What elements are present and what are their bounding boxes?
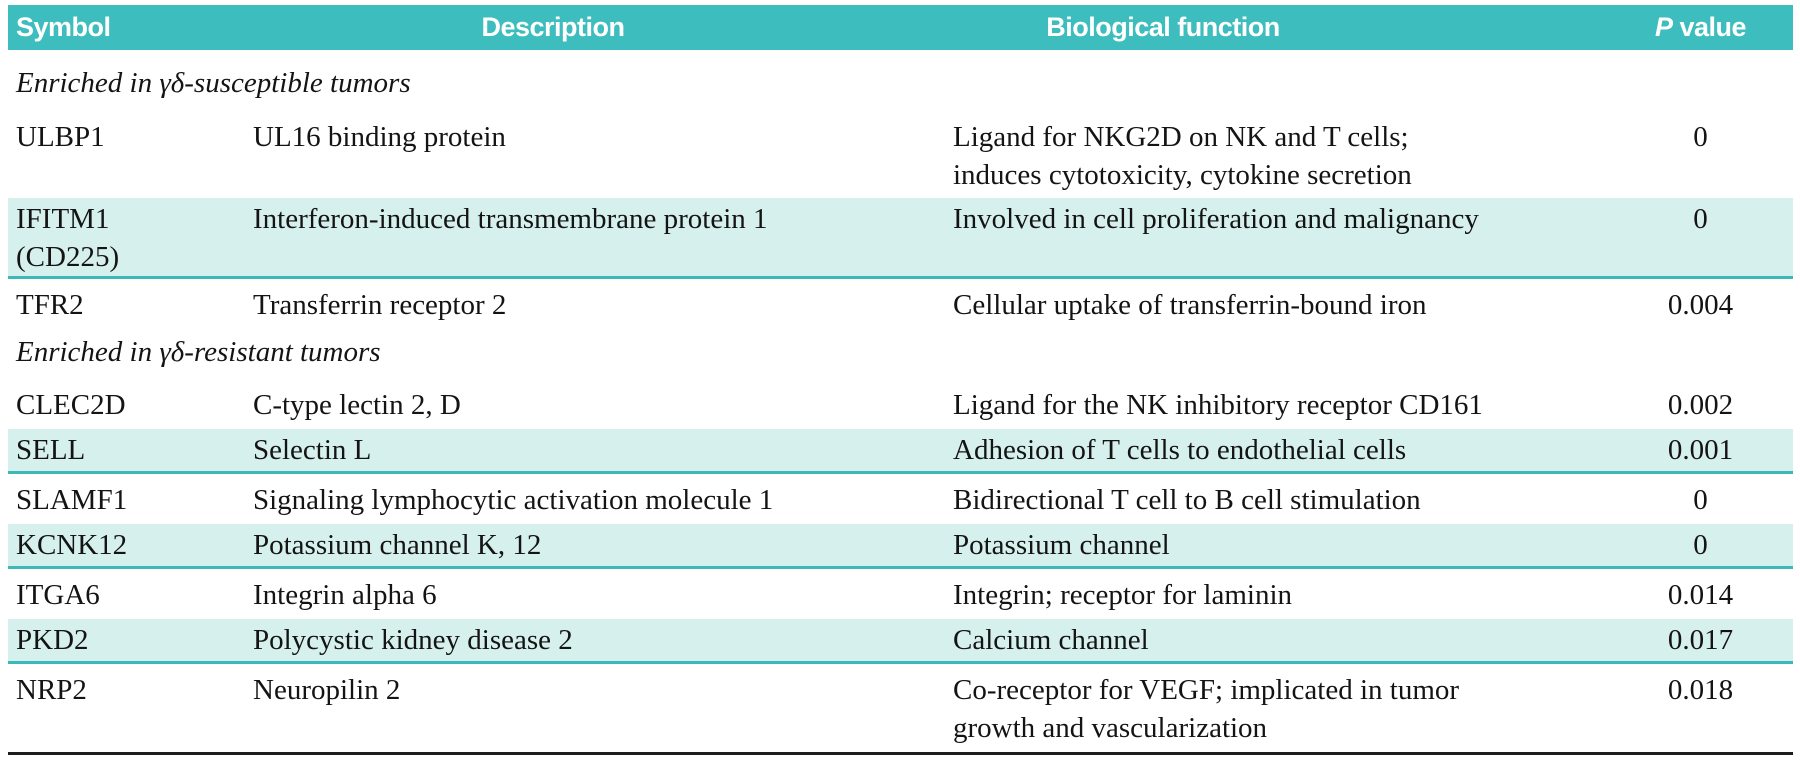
section-header-susceptible: Enriched in γδ-susceptible tumors (16, 67, 411, 99)
cell-p-value: 0 (1693, 529, 1708, 561)
cell-symbol: CLEC2D (16, 389, 126, 421)
cell-symbol: TFR2 (16, 289, 84, 321)
table-row-slamf1: SLAMF1 Signaling lymphocytic activation … (8, 474, 1793, 524)
column-header-description: Description (481, 12, 625, 42)
cell-symbol: ULBP1 (16, 121, 105, 153)
cell-symbol: SELL (16, 434, 86, 466)
cell-symbol: PKD2 (16, 624, 89, 656)
cell-p-value: 0.001 (1667, 434, 1734, 466)
section-header-resistant: Enriched in γδ-resistant tumors (16, 336, 381, 368)
column-header-biological-function: Biological function (1046, 12, 1280, 42)
cell-description: Interferon-induced transmembrane protein… (253, 203, 768, 235)
cell-p-value: 0.017 (1667, 624, 1734, 656)
cell-description: Signaling lymphocytic activation molecul… (253, 484, 774, 516)
column-header-p-value: P value (1563, 12, 1793, 43)
cell-symbol: ITGA6 (16, 579, 100, 611)
p-value-label-rest: value (1672, 12, 1747, 42)
cell-p-value: 0 (1693, 203, 1708, 235)
table-row-clec2d: CLEC2D C-type lectin 2, D Ligand for the… (8, 379, 1793, 429)
cell-p-value: 0.002 (1667, 389, 1734, 421)
cell-biological-function: Potassium channel (953, 529, 1170, 561)
cell-description: Integrin alpha 6 (253, 579, 437, 611)
cell-biological-function: Integrin; receptor for laminin (953, 579, 1293, 611)
table-row-pkd2: PKD2 Polycystic kidney disease 2 Calcium… (8, 619, 1793, 664)
table-row-nrp2: NRP2 Neuropilin 2 Co-receptor for VEGF; … (8, 664, 1793, 750)
cell-p-value: 0 (1693, 484, 1708, 516)
cell-description: UL16 binding protein (253, 121, 506, 153)
cell-p-value: 0.018 (1667, 674, 1734, 706)
cell-symbol: IFITM1 (CD225) (16, 203, 120, 273)
cell-p-value: 0.014 (1667, 579, 1734, 611)
table-row-ulbp1: ULBP1 UL16 binding protein Ligand for NK… (8, 108, 1793, 198)
cell-biological-function: Involved in cell proliferation and malig… (953, 203, 1479, 235)
table-row-tfr2: TFR2 Transferrin receptor 2 Cellular upt… (8, 279, 1793, 329)
cell-biological-function: Calcium channel (953, 624, 1149, 656)
column-header-symbol: Symbol (16, 12, 111, 42)
cell-biological-function: Bidirectional T cell to B cell stimulati… (953, 484, 1421, 516)
cell-biological-function: Ligand for the NK inhibitory receptor CD… (953, 389, 1483, 421)
cell-biological-function: Co-receptor for VEGF; implicated in tumo… (953, 674, 1460, 744)
cell-description: Neuropilin 2 (253, 674, 401, 706)
cell-description: C-type lectin 2, D (253, 389, 461, 421)
table-header-row: Symbol Description Biological function P… (8, 5, 1793, 50)
table-bottom-rule (8, 752, 1793, 755)
cell-biological-function: Ligand for NKG2D on NK and T cells; indu… (953, 121, 1412, 191)
cell-symbol: KCNK12 (16, 529, 128, 561)
cell-p-value: 0 (1693, 121, 1708, 153)
cell-biological-function: Adhesion of T cells to endothelial cells (953, 434, 1407, 466)
cell-symbol: NRP2 (16, 674, 87, 706)
table-row-itga6: ITGA6 Integrin alpha 6 Integrin; recepto… (8, 569, 1793, 619)
cell-symbol: SLAMF1 (16, 484, 128, 516)
cell-description: Potassium channel K, 12 (253, 529, 542, 561)
gene-enrichment-table: Symbol Description Biological function P… (8, 5, 1793, 755)
cell-p-value: 0.004 (1667, 289, 1734, 321)
table-row-sell: SELL Selectin L Adhesion of T cells to e… (8, 429, 1793, 474)
table-row-ifitm1: IFITM1 (CD225) Interferon-induced transm… (8, 198, 1793, 279)
p-value-italic-p: P (1654, 12, 1673, 42)
cell-description: Transferrin receptor 2 (253, 289, 507, 321)
cell-biological-function: Cellular uptake of transferrin-bound iro… (953, 289, 1427, 321)
cell-description: Selectin L (253, 434, 372, 466)
cell-description: Polycystic kidney disease 2 (253, 624, 573, 656)
table-row-kcnk12: KCNK12 Potassium channel K, 12 Potassium… (8, 524, 1793, 569)
